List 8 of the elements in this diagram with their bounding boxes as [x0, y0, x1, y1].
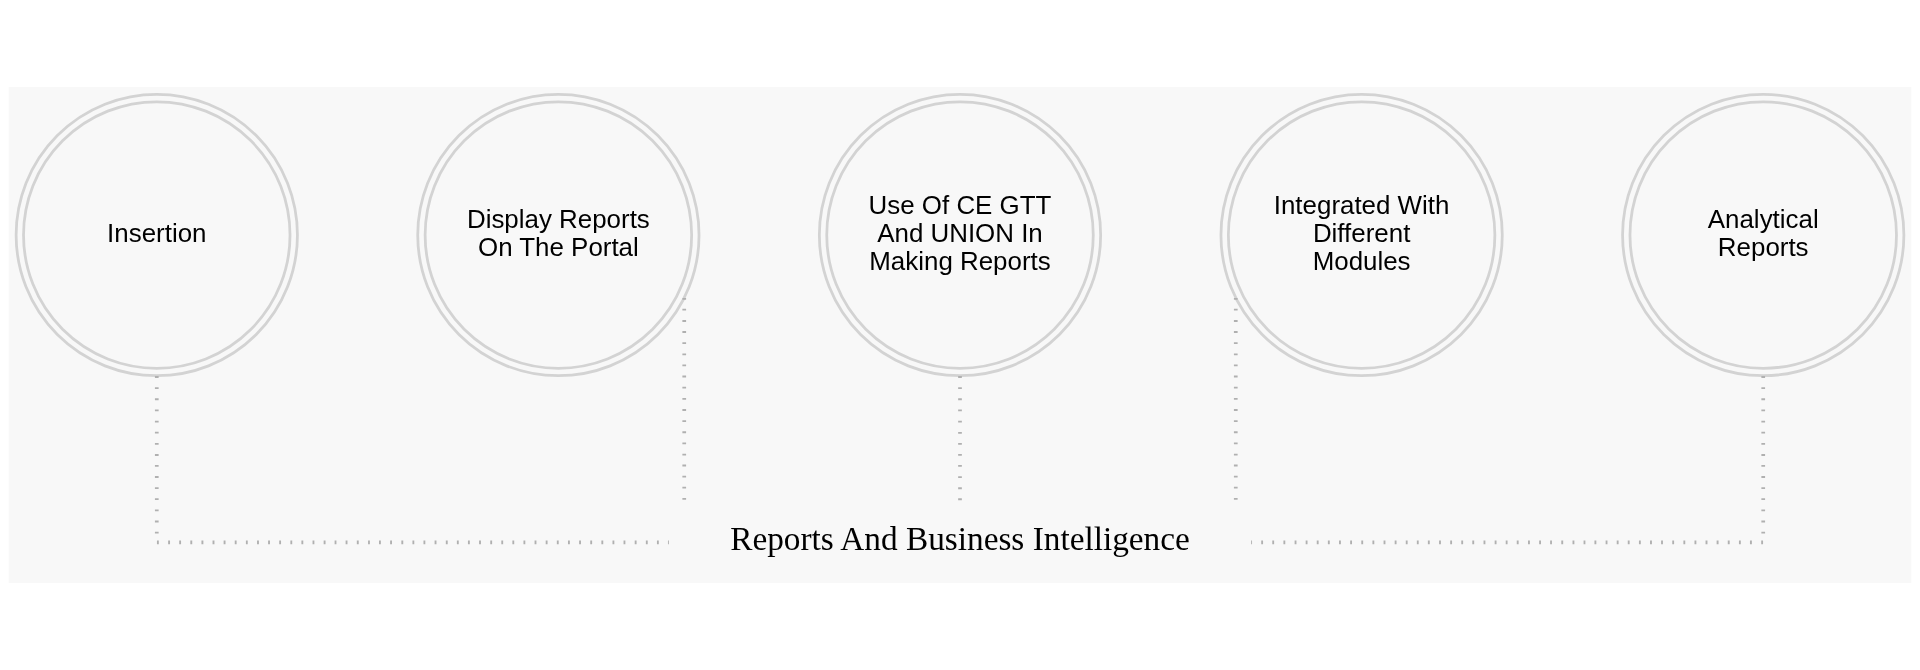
- node-circle: Insertion: [14, 93, 299, 378]
- node-circle: Use Of CE GTT And UNION In Making Reports: [817, 93, 1103, 378]
- node-circle: Analytical Reports: [1621, 93, 1906, 378]
- node-circle: Integrated With Different Modules: [1219, 93, 1504, 378]
- connector: [1251, 376, 1766, 545]
- node-circle: Display Reports On The Portal: [416, 93, 701, 378]
- connector: [154, 376, 669, 545]
- node-text: Reports And Business Intelligence: [730, 520, 1190, 558]
